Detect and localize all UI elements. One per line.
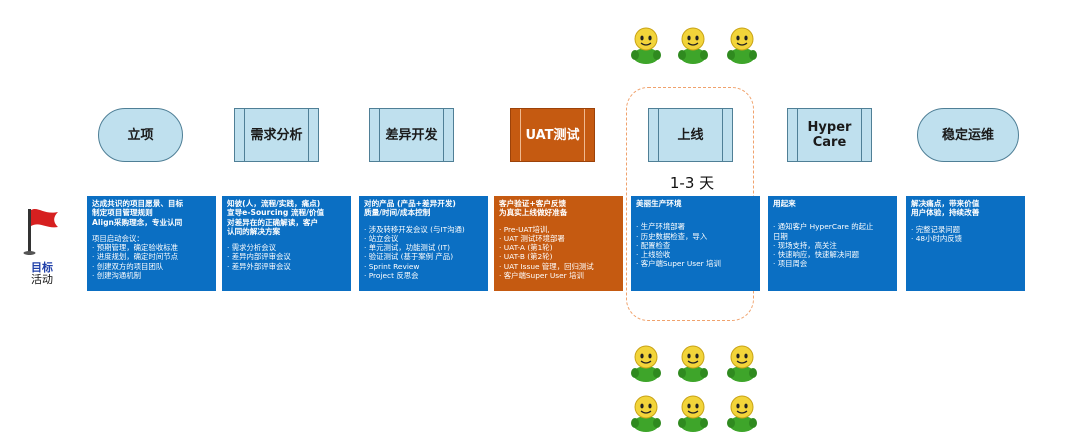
box-requirements: 知彼(人，流程/实践，痛点) 宣导e-Sourcing 流程/价值 对差异在的正…	[222, 196, 351, 291]
box-item: · 预期管理，确定验收标准	[92, 243, 178, 253]
box-headline: 解决痛点，带来价值	[911, 199, 980, 208]
stage-development: 差异开发	[369, 108, 454, 162]
box-item: · 进度规划，确定时间节点	[92, 252, 178, 262]
box-uat: 客户验证+客户反馈 为真实上线做好准备 · Pre-UAT培训, · UAT 测…	[494, 196, 623, 291]
box-item: · 创建沟通机制	[92, 271, 142, 281]
box-item: · 上线验收	[636, 250, 671, 260]
box-item: · 客户端Super User 培训	[499, 271, 584, 281]
stage-requirements: 需求分析	[234, 108, 319, 162]
box-item: · 生产环境部署	[636, 222, 686, 232]
box-headline: Align采购理念，专业认同	[92, 217, 183, 227]
box-item: · 完整记录问题	[911, 224, 961, 234]
box-item: · 涉及转移开发会议 (与IT沟通)	[364, 224, 465, 234]
box-headline: 质量/时间/成本控制	[364, 208, 431, 218]
stage-label: 稳定运维	[941, 127, 994, 143]
person-icon	[677, 394, 709, 432]
box-headline: 对差异在的正确解读，客户	[227, 217, 319, 227]
box-item: · 需求分析会议	[227, 243, 277, 253]
box-item: · 48小时内反馈	[911, 233, 963, 243]
go-live-duration: 1-3 天	[669, 174, 715, 192]
person-icon	[630, 26, 662, 64]
box-initiation: 达成共识的项目愿景、目标 制定项目管理规则 Align采购理念，专业认同 项目启…	[87, 196, 216, 291]
stage-label: 差异开发	[385, 127, 438, 143]
box-item: · Project 反思会	[364, 271, 419, 281]
box-headline: 宣导e-Sourcing 流程/价值	[227, 208, 325, 218]
box-go-live: 美丽生产环境 · 生产环境部署 · 历史数据检查，导入 · 配置检查 · 上线验…	[631, 196, 760, 291]
box-item: · 项目周会	[773, 259, 808, 269]
box-headline: 为真实上线做好准备	[499, 208, 568, 218]
box-headline: 对的产品 (产品+差异开发)	[364, 199, 456, 208]
stage-label: Hyper Care	[807, 120, 852, 150]
box-development: 对的产品 (产品+差异开发) 质量/时间/成本控制 · 涉及转移开发会议 (与I…	[359, 196, 488, 291]
box-item: · 历史数据检查，导入	[636, 231, 708, 241]
box-headline: 制定项目管理规则	[92, 208, 153, 218]
box-item: · Pre-UAT培训,	[499, 224, 550, 234]
box-item: · Sprint Review	[364, 261, 420, 271]
stage-label: 立项	[127, 127, 154, 143]
box-headline: 客户验证+客户反馈	[499, 199, 567, 208]
box-item: · 通知客户 HyperCare 的起止	[773, 222, 874, 232]
box-item: · UAT-B (第2轮)	[499, 252, 553, 262]
person-icon	[726, 344, 758, 382]
box-headline: 美丽生产环境	[636, 199, 682, 208]
box-item: · 客户端Super User 培训	[636, 259, 721, 269]
box-item: · 单元测试，功能测试 (IT)	[364, 243, 451, 253]
flag-icon	[22, 205, 62, 259]
stage-initiation: 立项	[98, 108, 183, 162]
stage-uat: UAT测试	[510, 108, 595, 162]
stage-go-live: 上线	[648, 108, 733, 162]
person-icon	[677, 344, 709, 382]
box-headline: 认同的解决方案	[227, 226, 281, 236]
person-icon	[630, 394, 662, 432]
person-icon	[726, 26, 758, 64]
stage-label: 上线	[677, 127, 704, 143]
box-item: · 站立会议	[364, 233, 399, 243]
box-item: · UAT-A (第1轮)	[499, 243, 553, 253]
box-item: · 差异内部评审会议	[227, 252, 291, 262]
box-item: 项目启动会议：	[92, 233, 144, 243]
box-item: · UAT 测试环境部署	[499, 233, 565, 243]
box-item: · UAT Issue 管理，回归测试	[499, 261, 594, 271]
box-headline: 用户体验，持续改善	[911, 208, 980, 218]
goal-label: 目标	[31, 261, 53, 274]
stage-hypercare: Hyper Care	[787, 108, 872, 162]
box-item: · 验证测试 (基于案例 产品)	[364, 252, 454, 262]
stage-label: 需求分析	[250, 127, 303, 143]
box-item: · 差异外部评审会议	[227, 261, 291, 271]
person-icon	[726, 394, 758, 432]
box-headline: 用起来	[773, 199, 796, 208]
box-item: 日期	[773, 231, 788, 241]
stage-label: UAT测试	[525, 127, 580, 143]
stage-operations: 稳定运维	[917, 108, 1019, 162]
box-operations: 解决痛点，带来价值 用户体验，持续改善 · 完整记录问题 · 48小时内反馈	[906, 196, 1025, 291]
box-item: · 创建双方的项目团队	[92, 261, 164, 271]
activity-label: 活动	[31, 273, 53, 286]
box-headline: 知彼(人，流程/实践，痛点)	[227, 199, 321, 208]
box-item: · 现场支持，高关注	[773, 240, 837, 250]
box-hypercare: 用起来 · 通知客户 HyperCare 的起止 日期 · 现场支持，高关注 ·…	[768, 196, 897, 291]
box-item: · 配置检查	[636, 240, 671, 250]
box-item: · 快速响应，快速解决问题	[773, 250, 859, 260]
person-icon	[630, 344, 662, 382]
person-icon	[677, 26, 709, 64]
box-headline: 达成共识的项目愿景、目标	[92, 199, 184, 208]
